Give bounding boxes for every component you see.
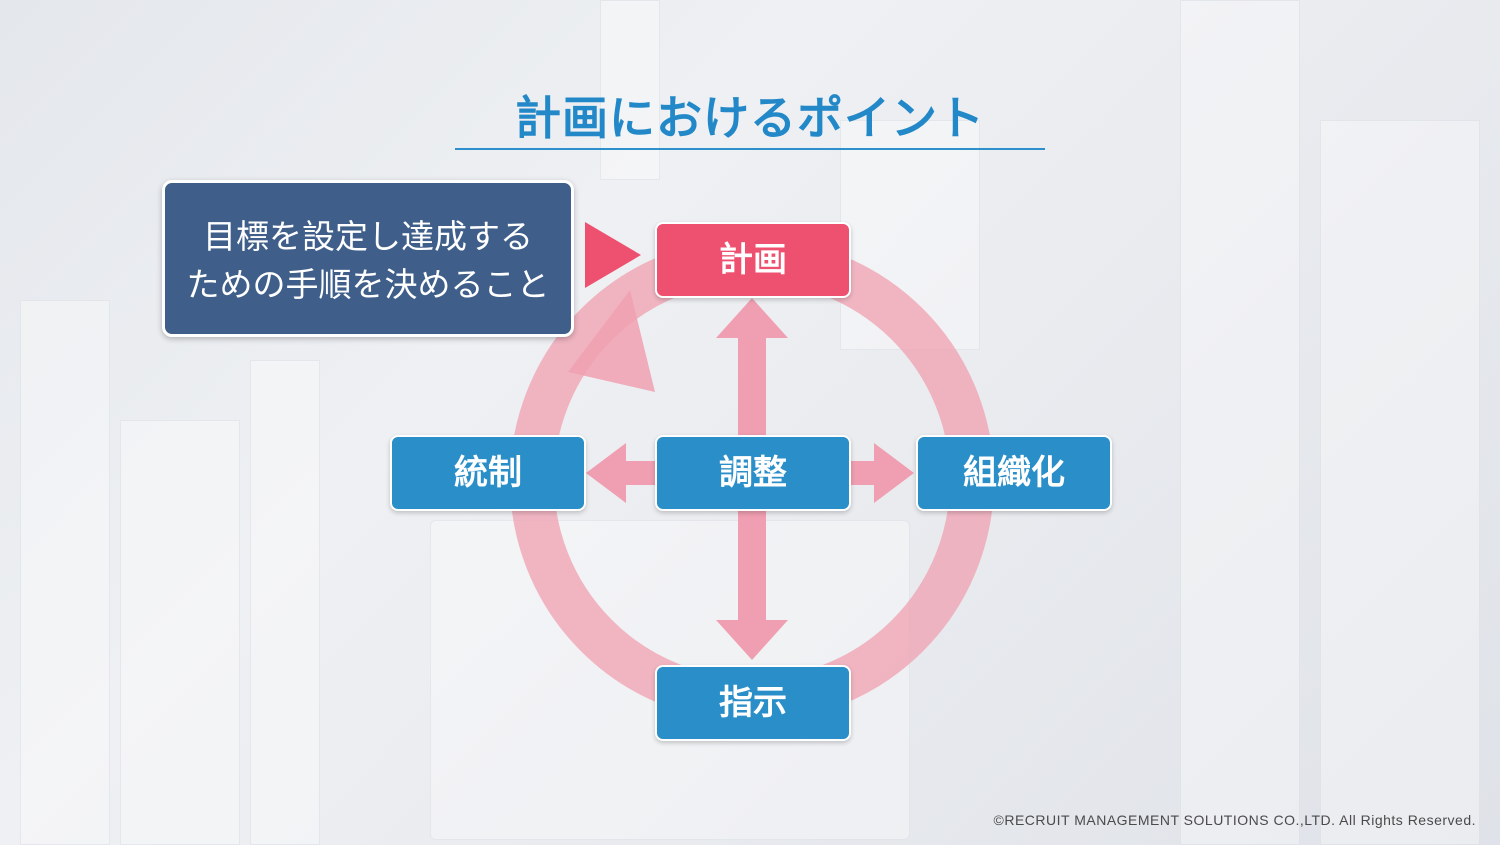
node-direct: 指示 xyxy=(655,665,851,741)
copyright-footer: ©RECRUIT MANAGEMENT SOLUTIONS CO.,LTD. A… xyxy=(993,812,1476,828)
slide-title: 計画におけるポイント xyxy=(515,91,985,145)
cycle-ring-arrowhead xyxy=(568,290,655,392)
node-organize: 組織化 xyxy=(916,435,1112,511)
callout-pointer xyxy=(585,222,641,288)
node-coordinate: 調整 xyxy=(655,435,851,511)
right-arrow xyxy=(848,443,914,503)
title-underline xyxy=(455,148,1045,150)
left-arrow xyxy=(586,443,660,503)
definition-callout: 目標を設定し達成する ための手順を決めること xyxy=(162,180,574,337)
node-plan: 計画 xyxy=(655,222,851,298)
node-control: 統制 xyxy=(390,435,586,511)
callout-line-1: 目標を設定し達成する xyxy=(203,217,533,256)
callout-line-2: ための手順を決めること xyxy=(186,265,550,304)
